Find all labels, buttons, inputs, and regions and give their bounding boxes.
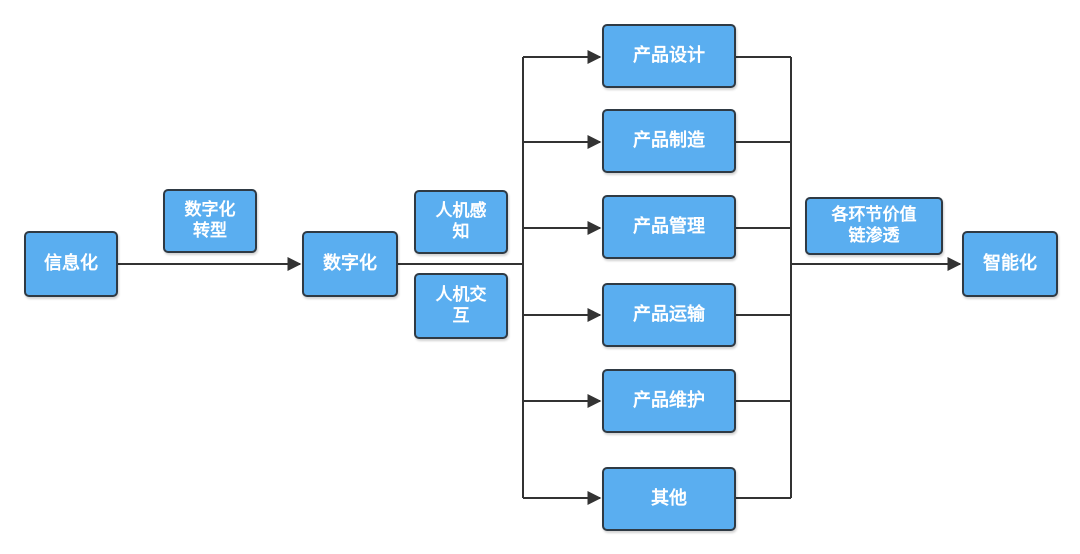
node-informatization[interactable]: 信息化 [24,231,118,297]
label-digital-transformation: 数字化 转型 [163,189,257,253]
node-product-management[interactable]: 产品管理 [602,195,736,259]
label-hci-perception: 人机感 知 [414,190,508,254]
node-product-manufacturing[interactable]: 产品制造 [602,109,736,173]
label-value-chain-penetration: 各环节价值 链渗透 [805,197,943,255]
node-digitalization[interactable]: 数字化 [302,231,398,297]
node-intelligentization[interactable]: 智能化 [962,231,1058,297]
node-others[interactable]: 其他 [602,467,736,531]
node-product-maintenance[interactable]: 产品维护 [602,369,736,433]
node-product-design[interactable]: 产品设计 [602,24,736,88]
label-hci-interaction: 人机交 互 [414,273,508,339]
node-product-transport[interactable]: 产品运输 [602,283,736,347]
